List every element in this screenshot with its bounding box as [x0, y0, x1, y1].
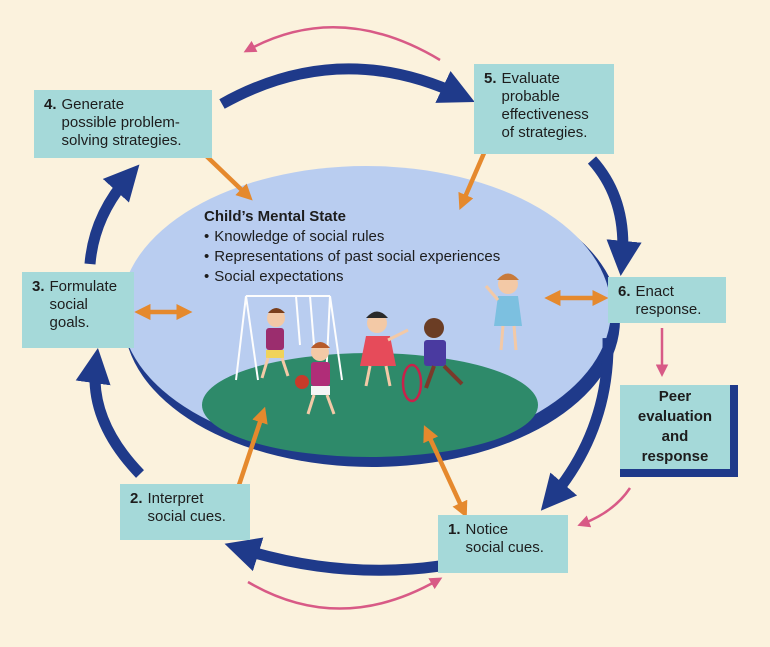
mental-state-list: Knowledge of social rules Representation… [204, 227, 564, 287]
child-on-swing-figure [260, 308, 290, 379]
peer-evaluation-label: Peer evaluation and response [620, 385, 730, 469]
mental-state-title: Child’s Mental State [204, 208, 346, 225]
step-number: 6. [618, 283, 631, 300]
step-label: Enact response. [635, 283, 702, 318]
child-with-hoop-figure [401, 318, 464, 403]
cycle-arrow-1-to-2 [224, 537, 441, 576]
step-box-evaluate-effectiveness: 5. Evaluate probable effectiveness of st… [474, 64, 614, 154]
cycle-arrow-3-to-4 [84, 164, 140, 265]
mental-state-item: Social expectations [204, 267, 564, 287]
step-label: Generate possible problem- solving strat… [61, 96, 182, 149]
step-number: 4. [44, 96, 57, 113]
step-number: 1. [448, 521, 461, 538]
step-label: Evaluate probable effectiveness of strat… [501, 70, 589, 141]
step-label: Formulate social goals. [49, 278, 118, 331]
orange-arrow-1 [423, 425, 468, 518]
step-box-enact-response: 6. Enact response. [608, 277, 726, 323]
step-label: Notice social cues. [465, 521, 544, 556]
mental-state-item: Representations of past social experienc… [204, 247, 564, 267]
child-dancing-figure [360, 311, 409, 387]
step-box-generate-strategies: 4. Generate possible problem- solving st… [34, 90, 212, 158]
step-label: Interpret social cues. [147, 490, 226, 525]
mental-state-text: Child’s Mental State Knowledge of social… [204, 207, 564, 287]
step-number: 5. [484, 70, 497, 87]
step-number: 2. [130, 490, 143, 507]
pink-arrow-bottom [247, 577, 443, 610]
cycle-arrow-4-to-5 [219, 63, 475, 109]
cycle-arrow-2-to-3 [75, 348, 144, 478]
cycle-arrow-6-to-1 [540, 337, 614, 511]
pink-arrow-top [243, 26, 441, 62]
step-box-interpret-cues: 2. Interpret social cues. [120, 484, 250, 540]
cycle-arrow-5-to-6 [587, 156, 642, 277]
step-number: 3. [32, 278, 45, 295]
step-box-formulate-goals: 3. Formulate social goals. [22, 272, 134, 348]
mental-state-item: Knowledge of social rules [204, 227, 564, 247]
pink-arrow-peer-to-notice [577, 487, 632, 528]
peer-evaluation-box: Peer evaluation and response [620, 385, 738, 477]
step-box-notice-cues: 1. Notice social cues. [438, 515, 568, 573]
child-with-ball-figure [295, 342, 336, 415]
